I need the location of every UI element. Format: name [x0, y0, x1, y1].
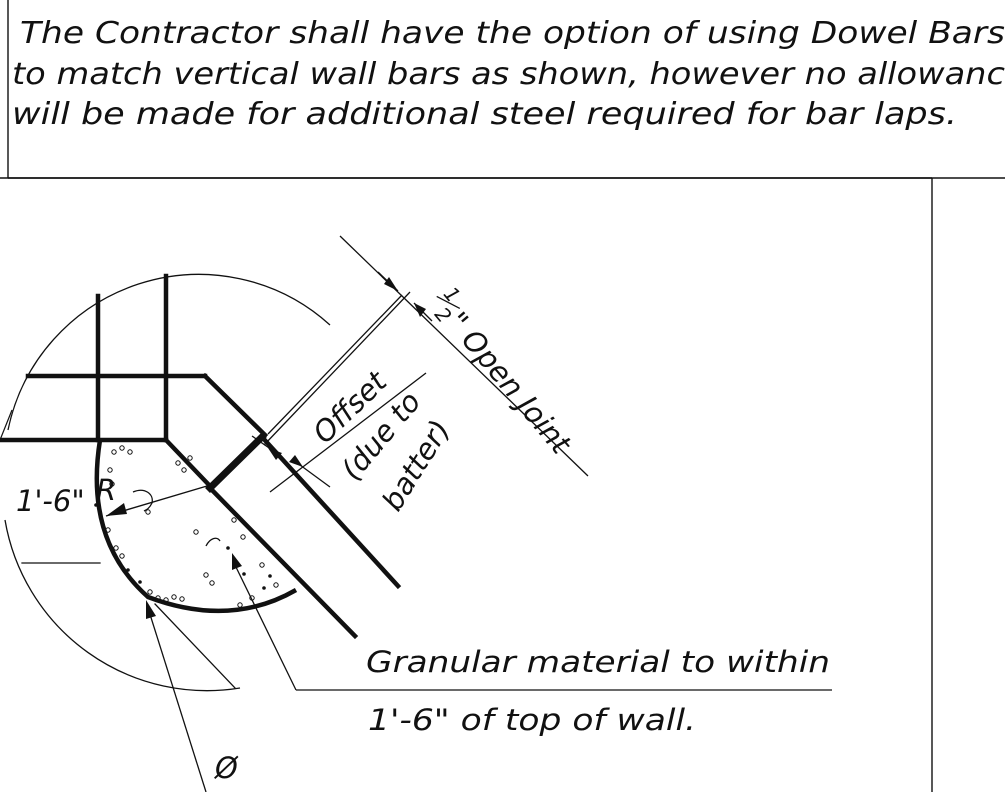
granular-leader-diagonal	[233, 562, 297, 691]
offset-extension-line-2	[263, 291, 411, 446]
granular-specks	[94, 503, 272, 590]
granular-dot	[155, 595, 161, 601]
open-joint-numerator: 1	[439, 282, 466, 307]
granular-dot	[119, 553, 125, 559]
offset-dim-line	[269, 372, 427, 493]
granular-dot	[113, 545, 119, 551]
leader-left	[0, 409, 13, 441]
granular-dot	[147, 589, 153, 595]
offset-arrowhead-2	[289, 455, 303, 467]
offset-arrowhead-1	[268, 448, 282, 460]
granular-dot	[187, 455, 193, 461]
radius-pointer	[132, 489, 153, 512]
offset-dimension: Offset (due to batter)	[251, 291, 457, 517]
note-line-2: to match vertical wall bars as shown, ho…	[12, 57, 1005, 92]
wall-face-line	[258, 433, 402, 590]
radius-arrowhead	[106, 503, 127, 516]
granular-dot	[111, 449, 117, 455]
granular-line-1: Granular material to within	[366, 645, 830, 679]
granular-dot	[240, 534, 246, 540]
open-joint-fraction-bar	[436, 295, 461, 310]
granular-dot	[175, 460, 181, 466]
granular-speck	[242, 572, 246, 576]
open-joint-extension-2	[413, 302, 433, 322]
detail-circle	[4, 273, 331, 692]
granular-dot	[105, 527, 111, 533]
granular-dots	[105, 445, 279, 608]
granular-dot	[179, 596, 185, 602]
granular-dot	[163, 597, 169, 603]
granular-dot	[273, 582, 279, 588]
diameter-symbol-label: Ø	[214, 751, 239, 785]
lower-diagonal-line	[162, 436, 214, 490]
granular-line-2: 1'-6" of top of wall.	[368, 703, 696, 737]
granular-leader-arrowhead	[232, 553, 242, 570]
radius-value-label: 1'-6"	[16, 484, 85, 518]
upper-diagonal-line	[201, 372, 269, 439]
offset-arrow-stub-1	[251, 435, 273, 451]
granular-dot	[231, 517, 237, 523]
granular-dot	[237, 602, 243, 608]
granular-note: Granular material to within 1'-6" of top…	[205, 537, 832, 737]
granular-dot	[109, 481, 115, 487]
diameter-leader-line	[147, 607, 207, 792]
granular-dot	[193, 529, 199, 535]
granular-fill-arc	[94, 439, 298, 614]
wall-outlines	[0, 273, 402, 689]
radius-dimension: 1'-6" R	[16, 473, 208, 518]
granular-speck	[126, 568, 130, 572]
detail-frame	[0, 177, 933, 792]
granular-dot	[209, 580, 215, 586]
granular-speck	[226, 546, 230, 550]
radius-symbol-label: R	[96, 473, 116, 507]
granular-pointer	[205, 537, 221, 547]
wall-back-line	[206, 484, 359, 640]
offset-extension-line-1	[267, 294, 403, 435]
offset-arrow-stub-2	[299, 464, 331, 488]
granular-speck	[138, 580, 142, 584]
granular-dot	[181, 467, 187, 473]
open-joint-label: " Open Joint	[440, 305, 579, 461]
note-line-3: will be made for additional steel requir…	[12, 97, 957, 132]
granular-dot	[259, 562, 265, 568]
diameter-leader: Ø	[146, 600, 239, 792]
note-line-1: The Contractor shall have the option of …	[20, 16, 1005, 51]
granular-dot	[127, 449, 133, 455]
granular-dot	[171, 594, 177, 600]
granular-dot	[119, 445, 125, 451]
open-joint-arrowhead-1	[384, 277, 398, 291]
note-box: The Contractor shall have the option of …	[7, 0, 1005, 179]
granular-dot	[145, 509, 151, 515]
diameter-arrowhead	[146, 600, 156, 619]
footing-slope-line	[154, 603, 236, 689]
granular-speck	[268, 574, 272, 578]
granular-dot	[203, 572, 209, 578]
granular-dot	[107, 467, 113, 473]
joint-thick-line	[205, 432, 267, 493]
granular-speck	[262, 586, 266, 590]
granular-speck	[94, 503, 98, 507]
